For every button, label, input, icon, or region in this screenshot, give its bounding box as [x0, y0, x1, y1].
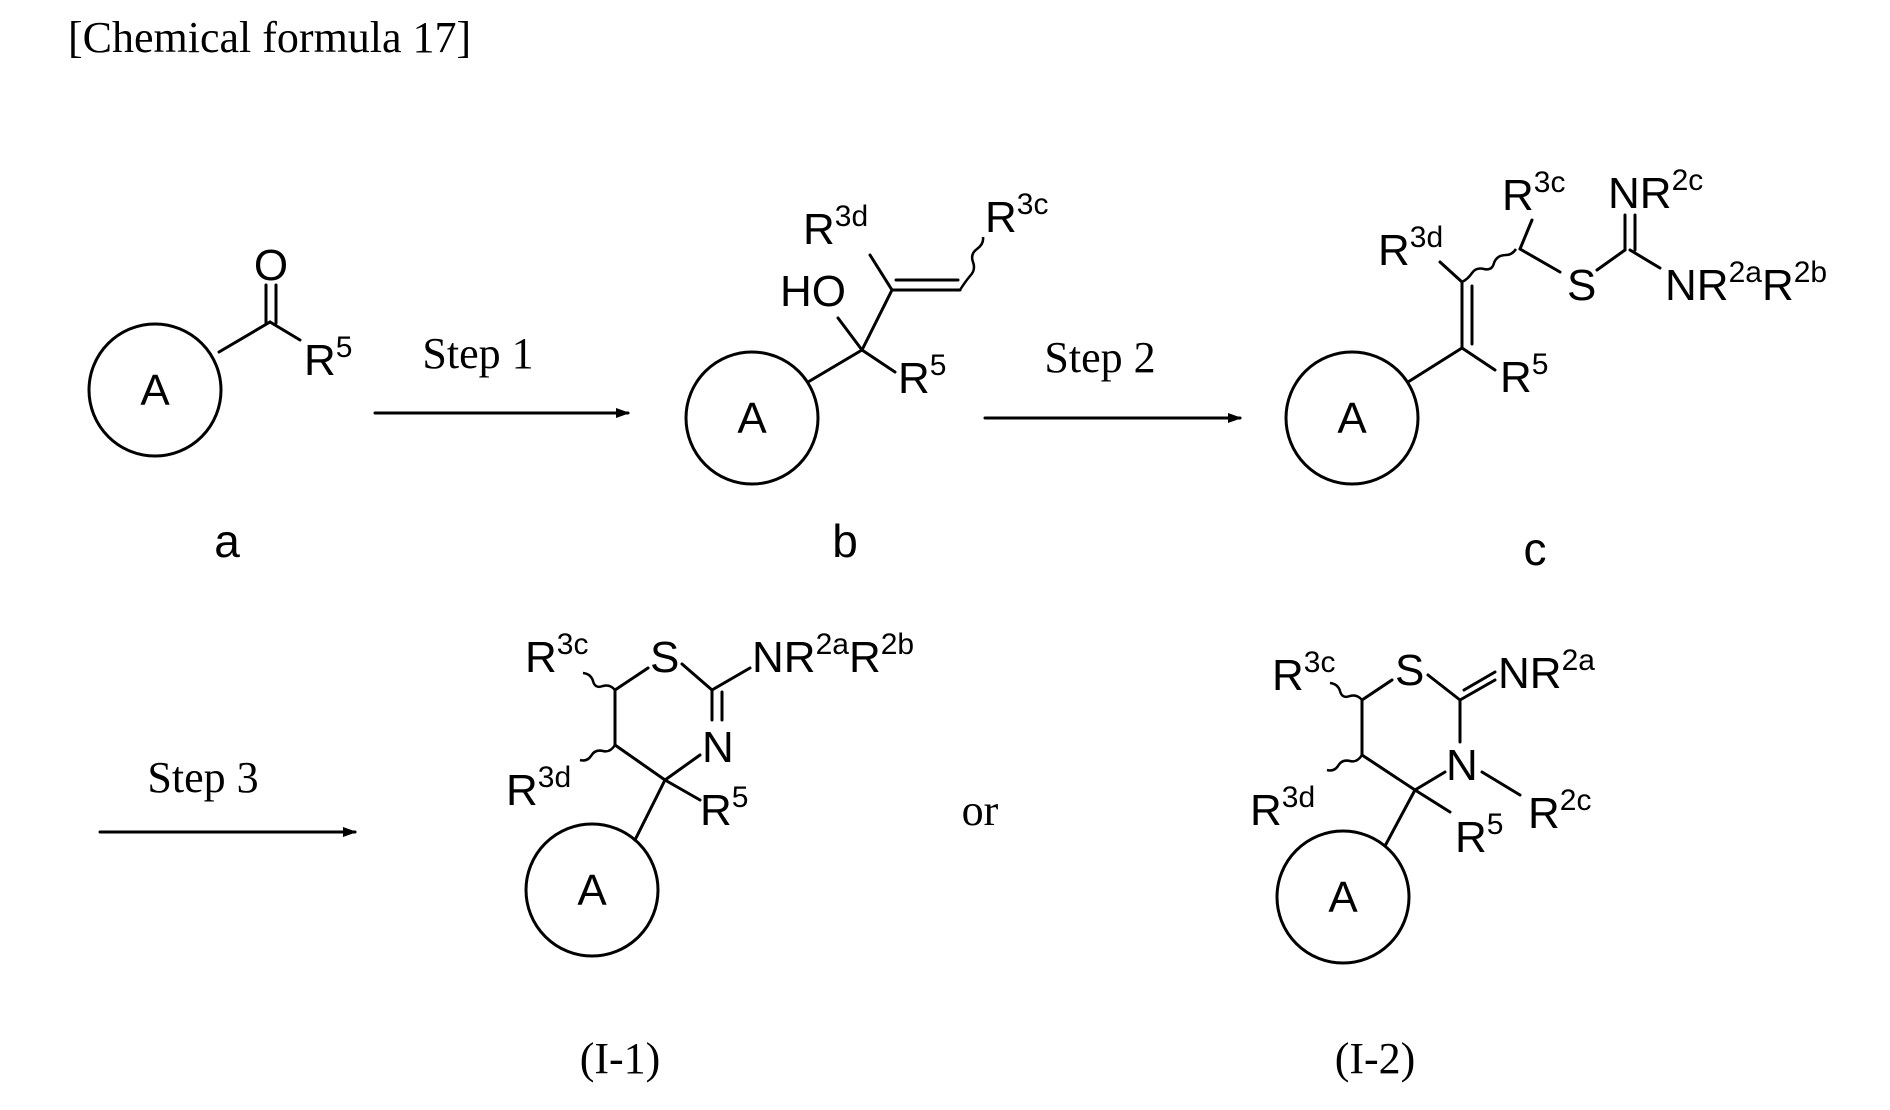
ring-a-label: A — [1328, 873, 1358, 922]
step-3-label: Step 3 — [147, 753, 258, 802]
substituent-r3c: R3c — [1272, 646, 1335, 700]
substituent-nr2c: NR2c — [1608, 164, 1703, 218]
bond — [1408, 348, 1462, 382]
bond — [665, 780, 700, 800]
atom-nitrogen: N — [1446, 741, 1478, 790]
substituent-r5: R5 — [304, 331, 352, 385]
bond-c-n — [1630, 250, 1660, 268]
bond-ring — [665, 755, 700, 780]
ring-a-label: A — [577, 866, 607, 915]
substituent-r3d: R3d — [1378, 221, 1443, 275]
compound-i-1: A R5 R3d R3c S N NR2aR2b (I-1) — [506, 628, 914, 1083]
bond-c-n — [712, 668, 750, 690]
compound-i-2: A R5 R3d R3c S NR2a N R2c (I-2) — [1250, 644, 1595, 1083]
substituent-r2c: R2c — [1528, 784, 1591, 838]
compound-label-i-2: (I-2) — [1335, 1034, 1416, 1083]
atom-sulfur: S — [650, 633, 679, 682]
substituent-r3c: R3c — [985, 188, 1048, 242]
substituent-r5: R5 — [1500, 348, 1548, 402]
ring-a-label: A — [1337, 394, 1367, 443]
bond — [862, 290, 892, 350]
atom-sulfur: S — [1567, 261, 1596, 310]
bond-to-r3d — [1440, 262, 1462, 282]
wavy-bond — [1327, 755, 1362, 771]
compound-label-b: b — [832, 515, 858, 567]
bond — [1385, 790, 1415, 846]
bond — [1462, 348, 1495, 370]
step-1-label: Step 1 — [422, 329, 533, 378]
wavy-bond — [583, 673, 615, 690]
step-2-label: Step 2 — [1044, 333, 1155, 382]
substituent-r3c: R3c — [1502, 166, 1565, 220]
substituent-r5: R5 — [1455, 808, 1503, 862]
compound-a: A O R5 a — [89, 241, 352, 567]
bond-ring — [1362, 755, 1415, 790]
compound-c: A R5 R3d R3c S NR2c NR2aR2b c — [1286, 164, 1827, 575]
substituent-r3c: R3c — [525, 628, 588, 682]
compound-label-c: c — [1524, 523, 1547, 575]
atom-sulfur: S — [1395, 646, 1424, 695]
substituent-nr2ar2b: NR2aR2b — [752, 628, 914, 682]
substituent-r3d: R3d — [506, 761, 571, 815]
atom-hydroxyl: HO — [780, 267, 846, 316]
wavy-bond — [580, 745, 615, 761]
bond-ring — [1428, 675, 1460, 700]
bond-ring — [615, 668, 648, 690]
compound-b: A R5 HO R3d R3c b — [686, 188, 1048, 567]
ring-a-label: A — [737, 394, 767, 443]
substituent-nr2ar2b: NR2aR2b — [1665, 256, 1827, 310]
figure-heading: [Chemical formula 17] — [68, 13, 471, 62]
atom-nitrogen: N — [702, 723, 734, 772]
wavy-bond — [960, 237, 983, 290]
bond — [808, 350, 862, 382]
atom-oxygen: O — [254, 241, 288, 290]
bond-ring — [682, 664, 712, 690]
substituent-r3d: R3d — [1250, 781, 1315, 835]
bond — [219, 322, 270, 352]
bond-c-oh — [838, 318, 862, 350]
connector-or: or — [962, 786, 999, 835]
bond-ring — [1362, 680, 1392, 700]
compound-label-i-1: (I-1) — [580, 1034, 661, 1083]
bond-c-s — [1520, 249, 1560, 272]
bond-s-c — [1597, 250, 1625, 270]
bond — [1415, 790, 1450, 812]
substituent-r5: R5 — [898, 349, 946, 403]
substituent-r3d: R3d — [803, 200, 868, 254]
bond — [270, 322, 300, 340]
ring-a-label: A — [140, 366, 170, 415]
compound-label-a: a — [214, 515, 240, 567]
bond-to-r3c — [1520, 220, 1532, 249]
substituent-nr2a: NR2a — [1498, 644, 1595, 698]
wavy-bond — [1330, 683, 1362, 700]
bond-to-r3d — [870, 255, 892, 290]
bond — [862, 350, 895, 372]
bond — [635, 780, 665, 840]
wavy-bond — [1462, 249, 1516, 282]
bond-ring — [615, 745, 665, 780]
substituent-r5: R5 — [700, 781, 748, 835]
bond-n-r2c — [1482, 772, 1520, 795]
bond-ring — [1415, 772, 1445, 790]
